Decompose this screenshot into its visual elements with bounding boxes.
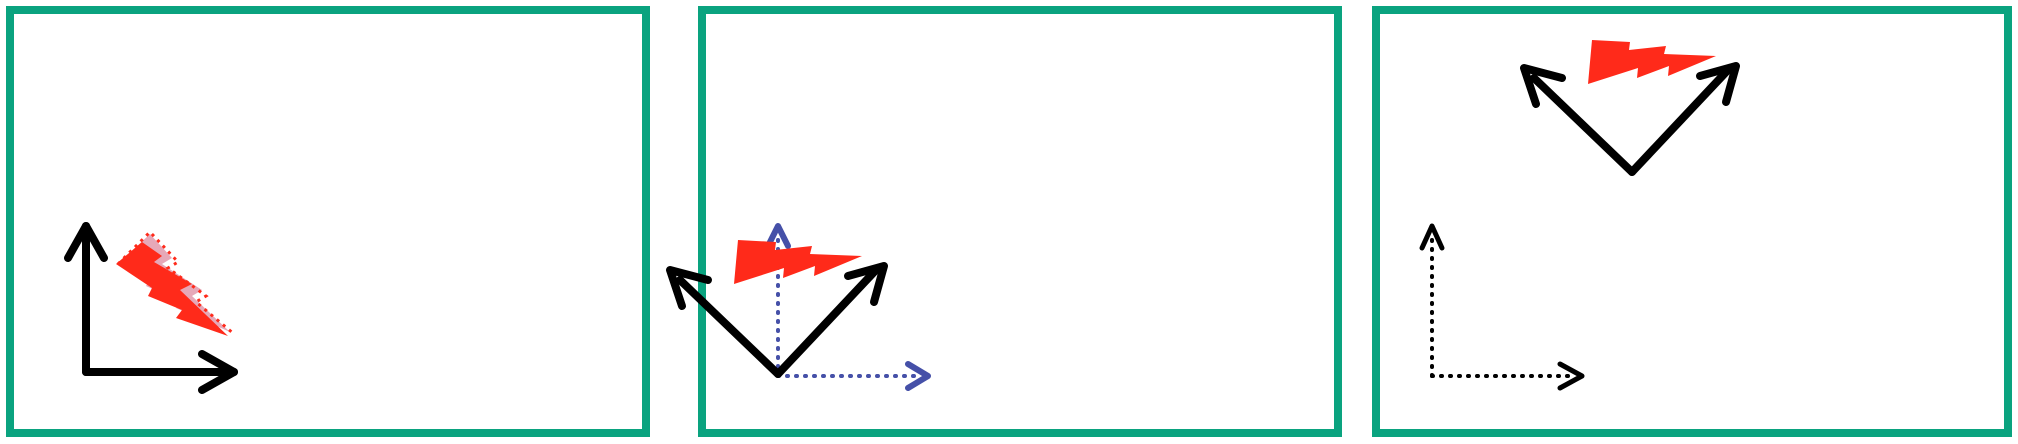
- panel-2-basis-vectors: [666, 262, 888, 378]
- panel-1-y-arrowhead: [64, 222, 108, 262]
- panel-3-aux-axes: [1419, 223, 1585, 391]
- panel-3-frame: [1372, 6, 2012, 437]
- panel-2-frame: [698, 6, 1342, 437]
- panel-2-basis-left-arrowhead: [666, 266, 712, 310]
- panel-2-bolt-shape: [734, 240, 862, 284]
- panel-1-axes: [64, 222, 238, 394]
- panel-1-x-arrowhead: [198, 350, 238, 394]
- panel-3-bolt-shape: [1588, 40, 1716, 84]
- panel-3-basis-vectors: [1520, 62, 1740, 176]
- panel-3-basis-left: [1530, 74, 1636, 176]
- panel-1-bolt-shape: [116, 242, 228, 336]
- panel-3-basis-right-arrowhead: [1696, 62, 1740, 106]
- panel-3: [1372, 6, 2012, 437]
- panel-2-basis-right: [774, 266, 880, 378]
- panel-1-bolt: [116, 229, 235, 336]
- panel-2: [666, 6, 1342, 437]
- panel-3-basis-left-arrowhead: [1520, 64, 1566, 108]
- panel-2-basis-right-arrowhead: [844, 262, 888, 306]
- panel-1: [6, 6, 650, 437]
- panel-2-basis-left: [676, 276, 782, 378]
- panel-3-aux-y-arrowhead: [1419, 223, 1445, 251]
- panel-1-frame: [6, 6, 650, 437]
- panel-2-aux-x-arrowhead: [905, 361, 931, 391]
- panel-2-aux-y-arrowhead: [765, 223, 791, 249]
- panel-1-bolt-dotted-outline: [116, 229, 235, 336]
- panel-3-aux-x-arrowhead: [1557, 361, 1585, 391]
- panel-3-basis-right: [1628, 66, 1732, 176]
